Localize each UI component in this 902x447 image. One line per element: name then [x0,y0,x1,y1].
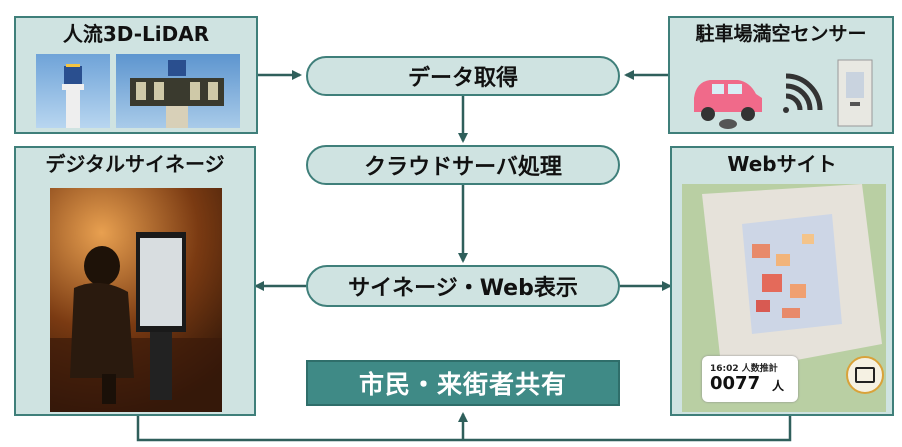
lidar-title: 人流3D-LiDAR [62,22,210,46]
sensor-unit-icon [837,59,873,127]
website-screenshot: 16:02 人数推計 0077 人 [682,184,886,412]
website-title: Webサイト [727,152,837,176]
counter-unit: 人 [772,379,785,393]
car-icon [694,80,762,129]
parking-illustration [694,59,873,129]
parking-sensor-box: 駐車場満空センサー [668,16,894,134]
website-box: Webサイト 16:02 人数推計 0077 人 [670,146,894,416]
parking-sensor-title: 駐車場満空センサー [695,23,867,45]
camera-icon [846,356,884,394]
signage-photo [50,188,222,412]
counter-value: 0077 [710,373,761,394]
signage-box: デジタルサイネージ [14,146,256,416]
lidar-photo-2 [116,54,240,128]
citizens-sharing-banner: 市民・来街者共有 [306,360,620,406]
counter-time-label: 16:02 人数推計 [710,364,778,374]
cloud-server-processing-step: クラウドサーバ処理 [306,145,620,185]
signage-title: デジタルサイネージ [45,152,225,176]
people-counter-card: 16:02 人数推計 0077 人 [702,356,798,402]
lidar-photo-1 [36,54,110,128]
signage-web-display-step: サイネージ・Web表示 [306,265,620,307]
wireless-signal-icon [783,73,823,113]
data-acquisition-step: データ取得 [306,56,620,96]
lidar-box: 人流3D-LiDAR [14,16,258,134]
